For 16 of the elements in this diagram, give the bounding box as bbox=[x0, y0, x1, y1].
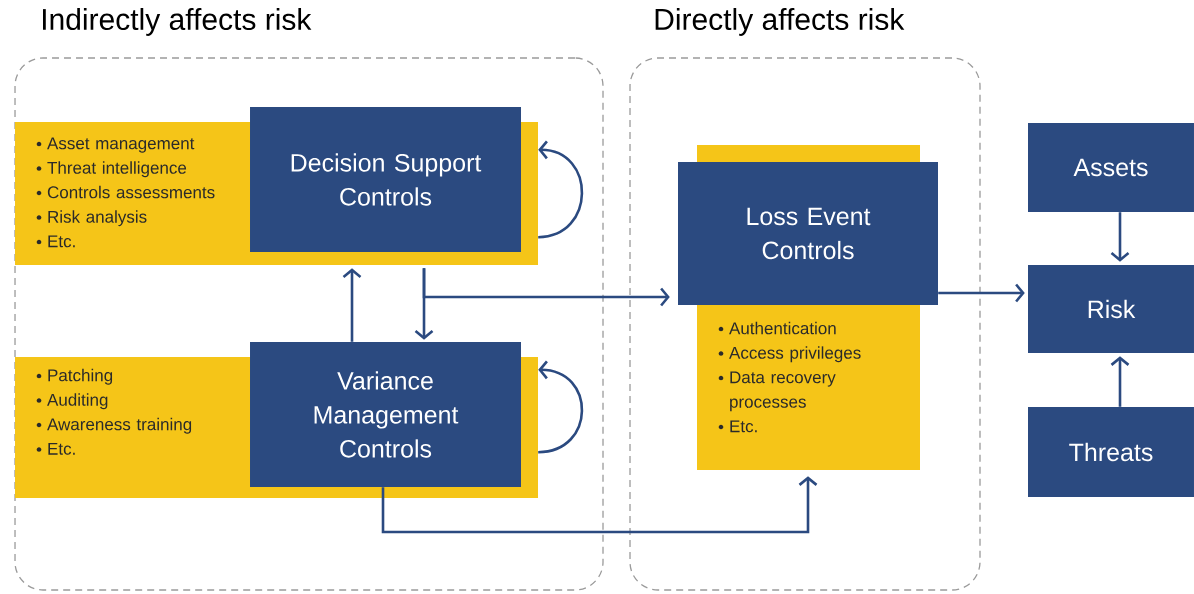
arrow bbox=[1110, 356, 1130, 407]
arrow bbox=[1110, 212, 1130, 262]
control-box: Threats bbox=[1028, 407, 1194, 497]
arrow bbox=[538, 140, 584, 239]
control-box: Variance Management Controls bbox=[250, 342, 521, 487]
group-heading: Indirectly affects risk bbox=[43, 8, 312, 36]
arrow bbox=[381, 476, 818, 534]
arrow bbox=[938, 283, 1025, 303]
control-box: Risk bbox=[1028, 265, 1194, 353]
control-box: Loss Event Controls bbox=[678, 162, 938, 305]
control-box: Decision Support Controls bbox=[250, 107, 521, 252]
arrow bbox=[422, 268, 670, 307]
control-box: Assets bbox=[1028, 123, 1194, 212]
arrow bbox=[538, 360, 584, 454]
group-heading: Directly affects risk bbox=[655, 8, 905, 36]
arrow bbox=[342, 268, 362, 342]
